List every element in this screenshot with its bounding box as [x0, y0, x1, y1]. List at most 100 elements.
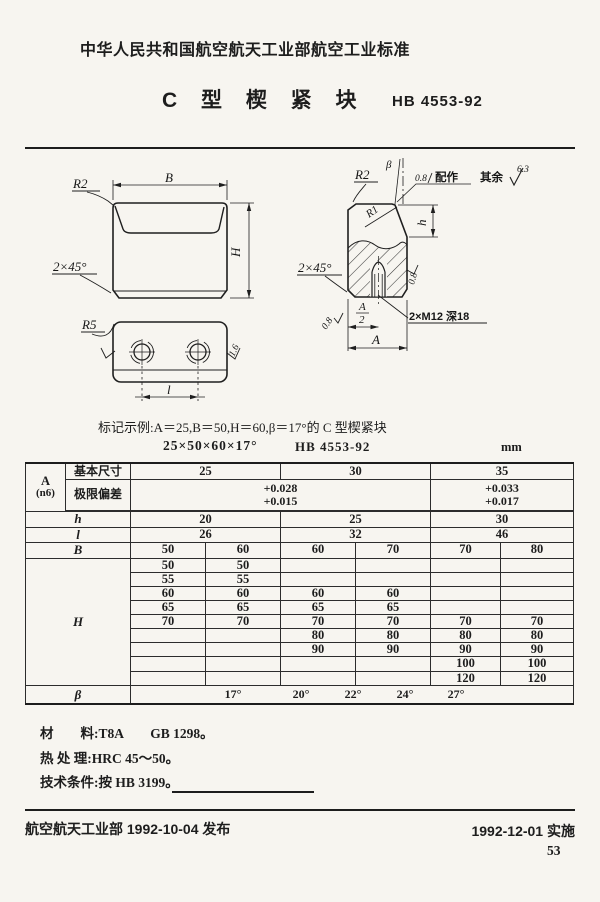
- beta-value-1: 20°: [292, 686, 310, 701]
- H-cell: [355, 670, 431, 686]
- H-cell: 60: [280, 585, 356, 601]
- section-break-line: [347, 240, 408, 250]
- H-cell: [280, 571, 356, 587]
- H-cell: 90: [355, 642, 431, 658]
- front-view-outline: [112, 202, 228, 299]
- deviation-lower-2: +0.017: [485, 493, 519, 508]
- deviation-upper-2: +0.033: [485, 481, 519, 496]
- dim-A: [348, 300, 408, 351]
- tapped-hole-right: [185, 339, 211, 365]
- H-cell: [130, 642, 206, 658]
- dim-A-half-numerator: A: [358, 301, 366, 313]
- A-tolerance-class: (n6): [36, 487, 55, 500]
- H-cell: [205, 670, 281, 686]
- roughness-right-value: 0.8: [407, 271, 420, 285]
- h-value-2: 30: [430, 510, 574, 528]
- deviation-25-30: +0.028 +0.015: [130, 478, 431, 512]
- H-cell: 65: [205, 599, 281, 616]
- section-outline: [347, 203, 408, 298]
- leader-r2-section: [352, 181, 378, 203]
- H-cell: 60: [130, 585, 206, 601]
- H-cell: 55: [205, 571, 281, 587]
- H-cell: 90: [500, 642, 574, 658]
- H-cell: [355, 656, 431, 672]
- unit-label: mm: [501, 440, 522, 454]
- B-value-5: 80: [500, 541, 574, 559]
- document-header: 中华人民共和国航空航天工业部航空工业标准: [80, 42, 411, 59]
- issued-by-text: 航空航天工业部 1992-10-04 发布: [25, 821, 231, 837]
- dim-B: [112, 180, 228, 200]
- H-cell: [430, 585, 501, 601]
- H-cell: [430, 571, 501, 587]
- note-heat-treatment: 热 处 理:HRC 45～50。: [40, 751, 180, 766]
- page-title: C 型 楔 紧 块: [162, 89, 366, 112]
- H-cell: 50: [205, 557, 281, 573]
- H-cell: [205, 656, 281, 672]
- h-value-1: 25: [280, 510, 431, 528]
- H-cell: 80: [500, 628, 574, 644]
- chamfer-label-section: 2×45°: [298, 260, 331, 275]
- beta-value-0: 17°: [224, 686, 242, 701]
- limit-deviation-header: 极限偏差: [65, 478, 131, 512]
- H-cell: 65: [280, 599, 356, 616]
- leader-thread-callout: [377, 294, 487, 324]
- roughness-right-icon: [406, 264, 419, 275]
- note-technical-conditions: 技术条件:按 HB 3199。: [40, 775, 179, 790]
- H-cell: [355, 571, 431, 587]
- H-cell: [430, 557, 501, 573]
- dim-B-label: B: [165, 170, 173, 185]
- marking-example-line1: 标记示例:A＝25,B＝50,H＝60,β＝17°的 C 型楔紧块: [98, 420, 387, 435]
- H-cell: [280, 557, 356, 573]
- H-cell: 80: [355, 628, 431, 644]
- H-cell: 120: [500, 670, 574, 686]
- H-cell: [280, 670, 356, 686]
- beta-values-cell: 17° 20° 22° 24° 27°: [130, 684, 574, 705]
- dim-h: [398, 204, 438, 238]
- signature-line: [172, 791, 314, 793]
- standard-number: HB 4553-92: [392, 93, 483, 110]
- marking-example-std: HB 4553-92: [295, 439, 371, 454]
- A-symbol: A: [40, 473, 51, 488]
- rest-surfaces-label: 其余: [480, 170, 503, 184]
- beta-angle-construction: [394, 158, 471, 205]
- H-cell: 65: [355, 599, 431, 616]
- dim-H: [230, 202, 254, 299]
- radius-r2-label: R2: [72, 176, 88, 191]
- leader-r2-front: [72, 190, 114, 206]
- H-cell: 50: [130, 557, 206, 573]
- technical-drawing: B H R2 2×45°: [52, 158, 529, 401]
- dim-A-half-denominator: 2: [359, 314, 365, 326]
- H-cell: 90: [430, 642, 501, 658]
- front-view: B H R2 2×45°: [52, 170, 254, 299]
- roughness-mark-right-icon: [226, 347, 241, 360]
- roughness-mark-left-icon: [100, 347, 116, 359]
- roughness-check-top-icon: [427, 172, 433, 184]
- H-cell: 55: [130, 571, 206, 587]
- H-cell: 80: [430, 628, 501, 644]
- fit-machining-label: 配作: [435, 170, 458, 184]
- H-cell: 90: [280, 642, 356, 658]
- H-cell: [205, 642, 281, 658]
- B-value-2: 60: [280, 541, 356, 559]
- H-cell: 70: [430, 613, 501, 630]
- H-cell: 100: [500, 656, 574, 672]
- leader-r5: [81, 323, 115, 337]
- row-header-l: l: [25, 526, 131, 543]
- H-cell: 70: [500, 613, 574, 630]
- H-cell: [130, 628, 206, 644]
- basic-size-35: 35: [430, 462, 574, 480]
- roughness-bottomleft-icon: [333, 312, 344, 324]
- leader-r1: [364, 206, 398, 228]
- tapped-hole-left: [129, 339, 155, 365]
- leader-chamfer-front: [52, 273, 112, 294]
- l-value-2: 46: [430, 526, 574, 543]
- page-number: 53: [547, 843, 561, 858]
- beta-value-2: 22°: [344, 686, 362, 701]
- H-cell: [500, 557, 574, 573]
- plan-view: l R5 1.6: [81, 317, 242, 401]
- H-cell: [500, 571, 574, 587]
- H-cell: 65: [130, 599, 206, 616]
- H-cell: 60: [205, 585, 281, 601]
- deviation-lower-1: +0.015: [263, 493, 298, 508]
